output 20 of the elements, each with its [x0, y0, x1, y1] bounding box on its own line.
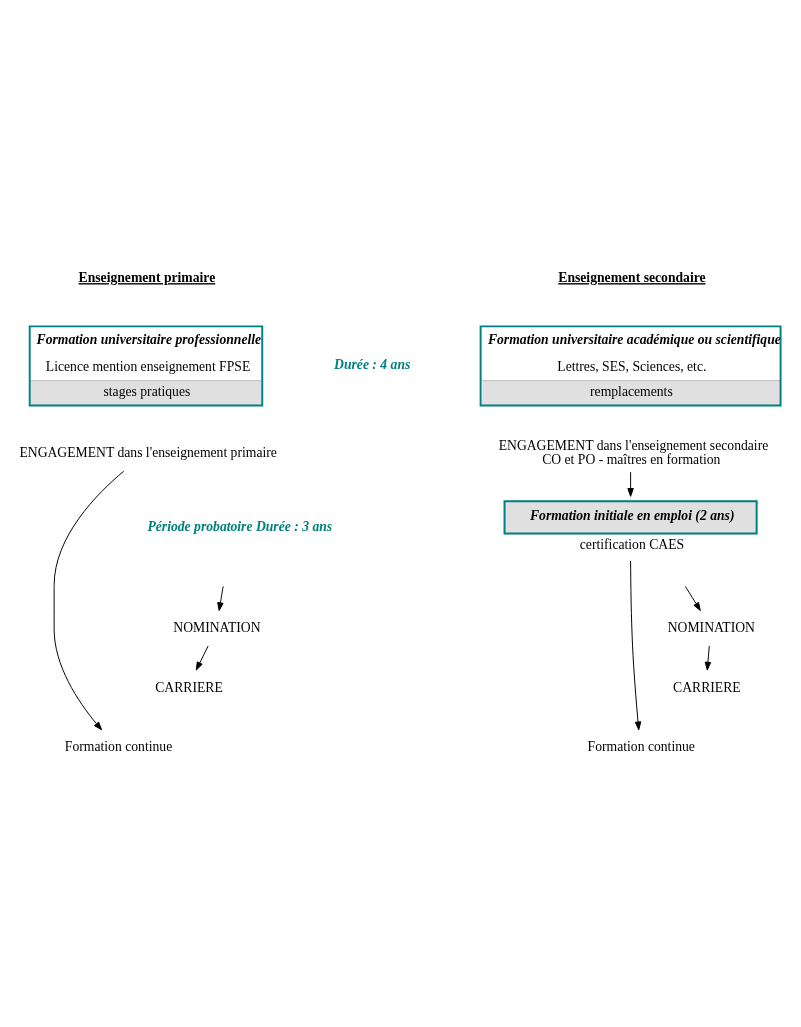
node-text: CARRIERE: [155, 679, 223, 695]
label: Période probatoire Durée : 3 ans: [147, 519, 333, 535]
label: Enseignement secondaire: [558, 270, 706, 286]
node-text: Formation continue: [587, 739, 695, 755]
node-text: Formation continue: [64, 739, 173, 755]
label: Durée : 4 ans: [334, 356, 411, 372]
node-text: ENGAGEMENT dans l'enseignement primaire: [19, 445, 277, 461]
node-text: CARRIERE: [673, 679, 741, 695]
arrow: [195, 645, 209, 671]
arrow: [684, 585, 701, 612]
arrow: [53, 470, 125, 731]
arrow: [217, 585, 224, 612]
arrow: [704, 645, 712, 671]
node-text: NOMINATION: [667, 619, 755, 635]
label: Enseignement primaire: [78, 270, 216, 286]
arrow: [627, 471, 634, 497]
node-text: NOMINATION: [173, 619, 261, 635]
arrow: [630, 560, 642, 731]
node-label: certification CAES: [579, 537, 685, 553]
node-text: ENGAGEMENT dans l'enseignement secondaire CO et PO - maîtres en formation: [498, 437, 769, 468]
